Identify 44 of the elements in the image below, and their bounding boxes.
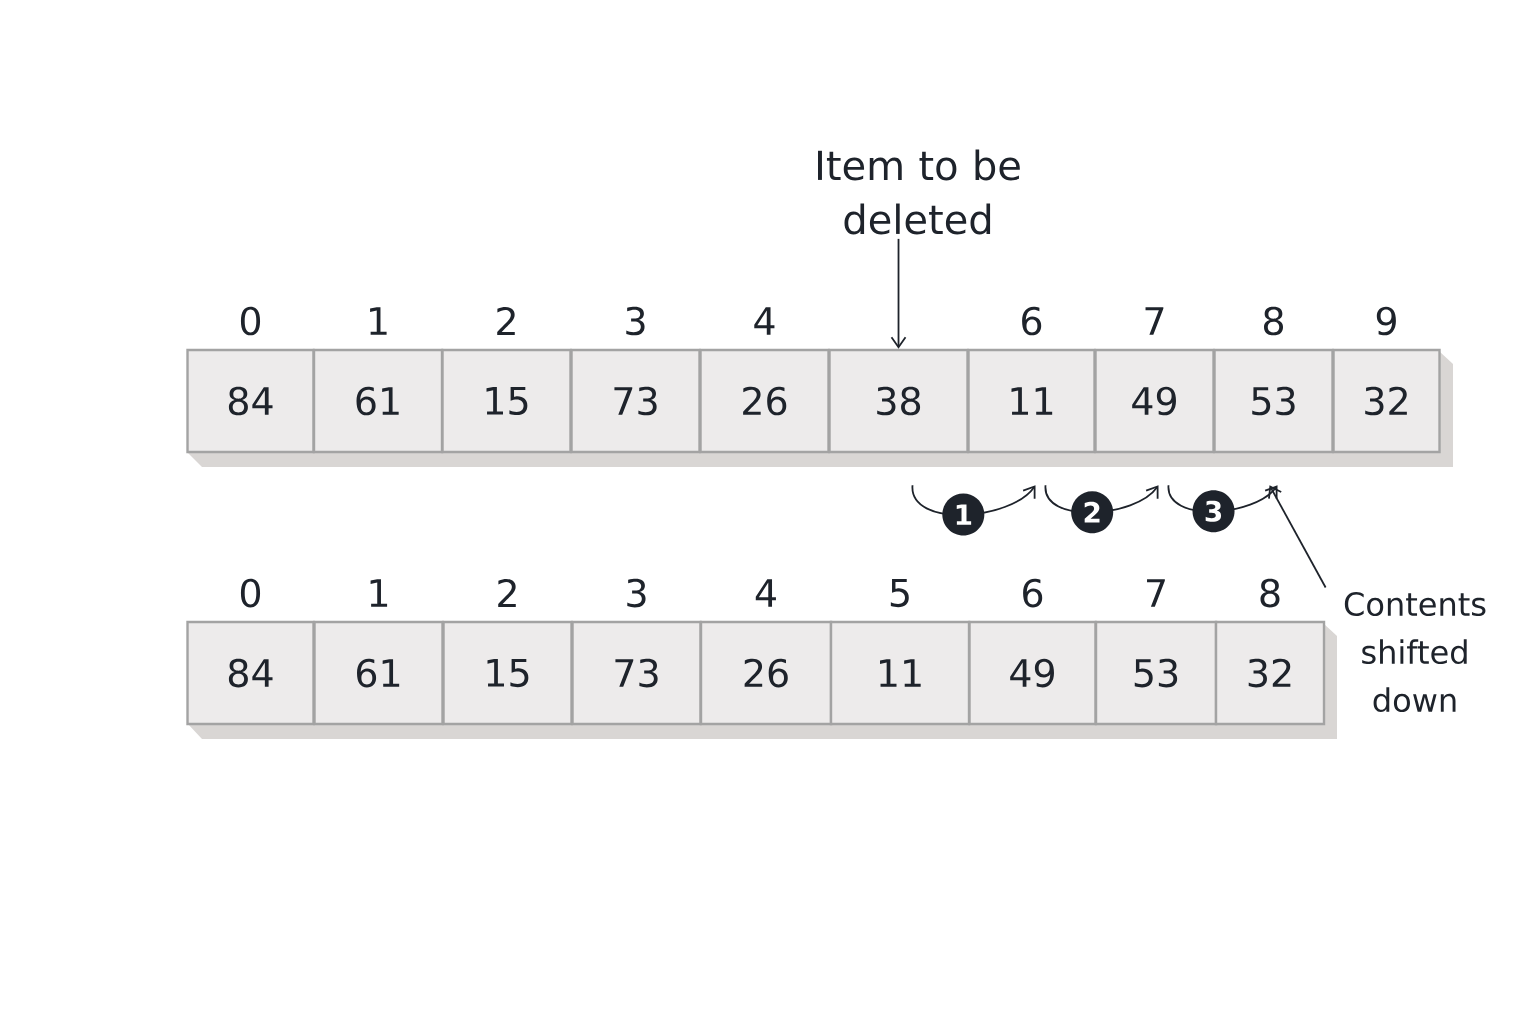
annotation-text: Item to be deleted xyxy=(818,149,1020,235)
array-cell: 53 xyxy=(1213,348,1334,454)
array-cell: 73 xyxy=(570,348,701,454)
array-cell: 84 xyxy=(186,620,315,726)
arrow xyxy=(890,238,907,349)
index-number: 4 xyxy=(755,579,776,607)
annotation-text: Contents shifted down xyxy=(1344,591,1486,713)
array-cell: 15 xyxy=(441,348,572,454)
array-cell: 61 xyxy=(313,620,444,726)
array-cell: 49 xyxy=(1094,348,1215,454)
index-number: 8 xyxy=(1264,306,1283,336)
index-number: 0 xyxy=(240,306,261,336)
index-number: 8 xyxy=(1260,578,1280,608)
array-cell: 84 xyxy=(186,348,315,454)
index-number: 2 xyxy=(497,306,515,336)
index-number: 7 xyxy=(1145,307,1164,335)
index-number: 9 xyxy=(1376,306,1396,336)
array-cell: 32 xyxy=(1332,348,1441,454)
index-number: 2 xyxy=(498,578,516,608)
index-number: 3 xyxy=(627,578,646,608)
arrow xyxy=(1268,485,1327,589)
array-cell: 53 xyxy=(1094,620,1218,726)
step-badge: 2 xyxy=(1071,491,1114,534)
array-cell: 26 xyxy=(699,348,830,454)
array-cell: 32 xyxy=(1214,620,1326,726)
index-number: 0 xyxy=(240,578,261,608)
array-cell: 61 xyxy=(312,348,444,454)
index-number: 7 xyxy=(1147,579,1165,607)
array-cell: 49 xyxy=(968,620,1097,726)
index-number: 5 xyxy=(890,578,909,608)
index-number: 6 xyxy=(1022,306,1042,336)
array-cell: 11 xyxy=(829,620,971,726)
index-number: 1 xyxy=(370,307,387,335)
array-cell: 26 xyxy=(699,620,833,726)
array-cell: 15 xyxy=(442,620,573,726)
index-number: 3 xyxy=(626,306,645,336)
array-cell: 11 xyxy=(967,348,1096,454)
step-badge: 3 xyxy=(1192,490,1235,533)
array-cell: 38 xyxy=(828,348,969,454)
array-cell: 73 xyxy=(571,620,702,726)
step-badge: 1 xyxy=(942,493,985,536)
index-number: 1 xyxy=(370,579,388,607)
index-number: 4 xyxy=(754,307,775,335)
index-number: 6 xyxy=(1023,578,1043,608)
